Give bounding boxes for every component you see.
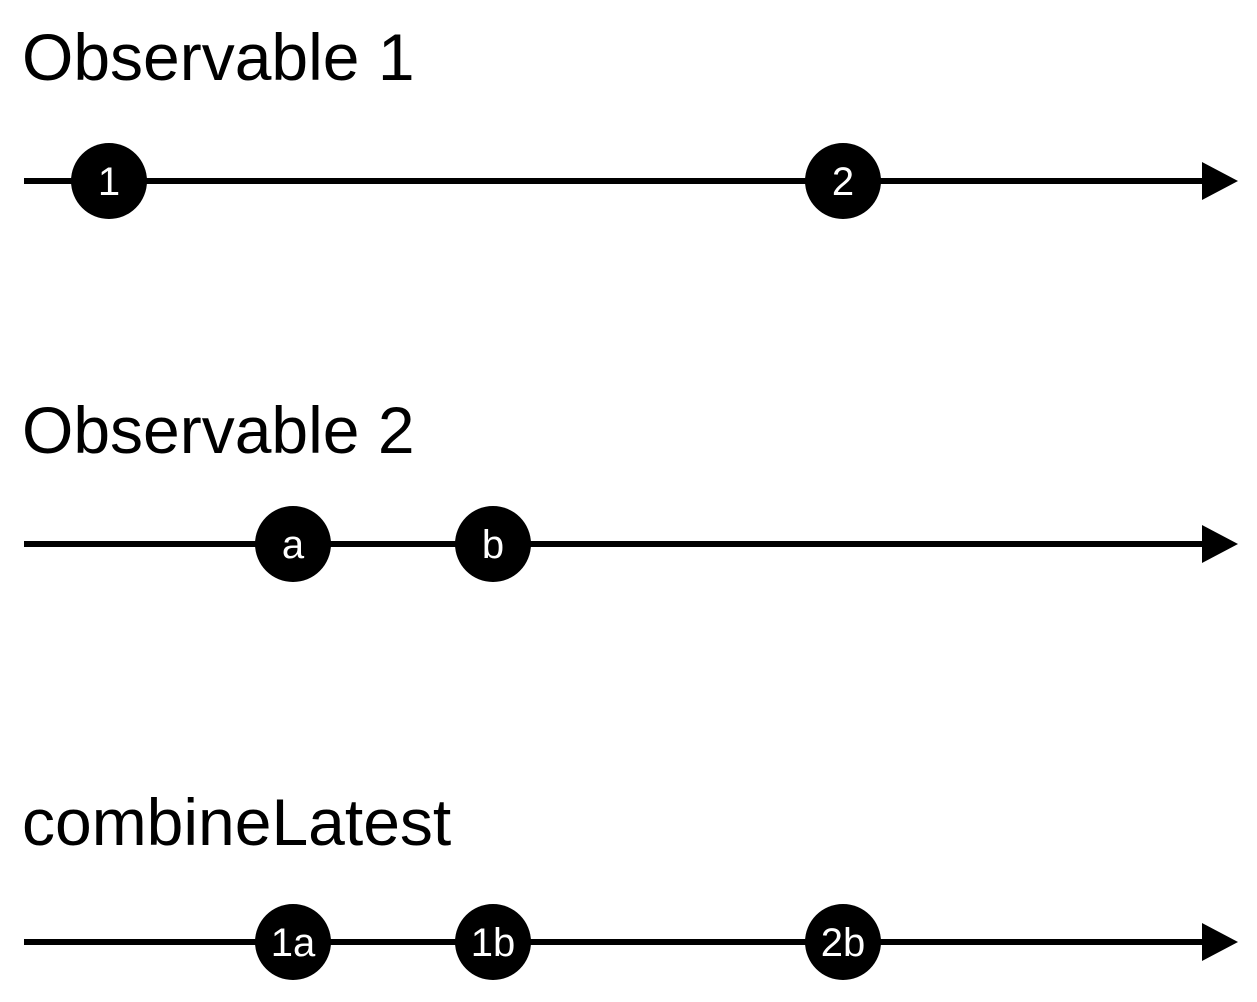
observable-2-arrowhead <box>1202 525 1238 563</box>
combine-latest-title: combineLatest <box>22 785 452 859</box>
observable-1-marble-1: 1 <box>71 143 147 219</box>
marble-circle <box>805 143 881 219</box>
marble-circle <box>805 904 881 980</box>
marble-label: 1 <box>98 160 120 204</box>
combine-latest-marble-2b: 2b <box>805 904 881 980</box>
marble-label: 1a <box>271 921 316 965</box>
marble-circle <box>255 506 331 582</box>
marble-circle <box>455 506 531 582</box>
marble-label: 2 <box>832 160 854 204</box>
marble-circle <box>255 904 331 980</box>
observable-2-marble-b: b <box>455 506 531 582</box>
marble-label: 1b <box>471 921 516 965</box>
marble-circle <box>455 904 531 980</box>
marble-label: b <box>482 523 504 567</box>
observable-1-arrowhead <box>1202 162 1238 200</box>
observable-2-marble-a: a <box>255 506 331 582</box>
marble-circle <box>71 143 147 219</box>
combine-latest-marble-1a: 1a <box>255 904 331 980</box>
observable-2-title: Observable 2 <box>22 393 415 467</box>
observable-1-title: Observable 1 <box>22 20 415 94</box>
marble-label: 2b <box>821 921 866 965</box>
marble-label: a <box>282 523 305 567</box>
observable-1-marble-2: 2 <box>805 143 881 219</box>
combine-latest-marble-1b: 1b <box>455 904 531 980</box>
combine-latest-arrowhead <box>1202 923 1238 961</box>
